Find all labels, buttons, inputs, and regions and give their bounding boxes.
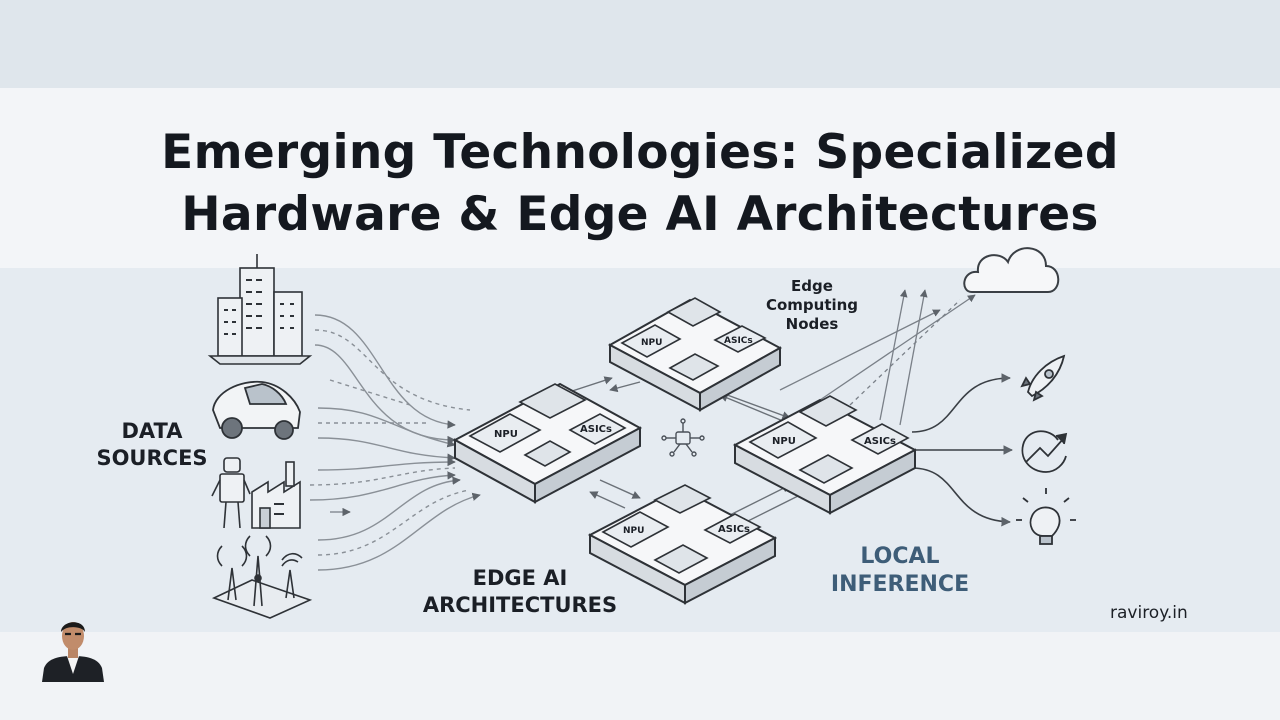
- chip-label-asics-2: ASICs: [724, 336, 753, 346]
- car-icon: [212, 380, 301, 440]
- data-flow-lines: [309, 314, 481, 571]
- edge-ai-architectures-label: EDGE AI ARCHITECTURES: [400, 565, 640, 619]
- cloud-links: [779, 289, 976, 426]
- local-inference-line-1: LOCAL: [860, 544, 940, 569]
- avatar: [42, 622, 104, 682]
- chip-label-asics-4: ASICs: [718, 524, 750, 535]
- edge-ai-board-bottom: [587, 484, 778, 605]
- edge-nodes-line-1: Edge: [791, 277, 833, 295]
- chip-label-asics-3: ASICs: [864, 436, 896, 447]
- title-line-2: Hardware & Edge AI Architectures: [181, 187, 1099, 242]
- title-band: [0, 88, 1280, 268]
- chip-label-npu-3: NPU: [772, 436, 796, 447]
- edge-node-board-top: [607, 297, 783, 412]
- edge-nodes-line-3: Nodes: [785, 315, 839, 333]
- chip-label-npu-1: NPU: [494, 429, 518, 440]
- city-buildings-icon: [207, 254, 313, 365]
- local-inference-line-2: INFERENCE: [830, 572, 970, 597]
- brand-link[interactable]: raviroy.in: [1110, 603, 1188, 623]
- robot-factory-icon: [211, 457, 301, 529]
- lightbulb-icon: [1016, 488, 1076, 545]
- edge-node-board-right: [732, 395, 918, 515]
- local-inference-label: LOCAL INFERENCE: [810, 543, 990, 599]
- edge-ai-line-1: EDGE AI: [472, 566, 568, 590]
- data-sources-line-1: DATA: [121, 419, 183, 443]
- inference-output-arrows: [911, 373, 1013, 527]
- page-title: Emerging Technologies: Specialized Hardw…: [100, 122, 1180, 246]
- chip-label-npu-4: NPU: [623, 526, 644, 536]
- growth-arrow-icon: [1021, 430, 1068, 473]
- edge-ai-line-2: ARCHITECTURES: [422, 593, 618, 617]
- top-band: [0, 0, 1280, 88]
- bottom-band: [0, 632, 1280, 720]
- edge-ai-board: [452, 382, 643, 504]
- antenna-tower-icon: [211, 535, 313, 619]
- edge-computing-nodes-label: Edge Computing Nodes: [742, 277, 882, 334]
- ai-chip-network-icon: [661, 418, 705, 457]
- title-line-1: Emerging Technologies: Specialized: [161, 125, 1119, 180]
- data-sources-label: DATA SOURCES: [72, 418, 232, 472]
- chip-label-asics-1: ASICs: [580, 424, 612, 435]
- data-sources-line-2: SOURCES: [96, 446, 208, 470]
- cloud-icon: [963, 247, 1060, 293]
- chip-label-npu-2: NPU: [641, 338, 662, 348]
- rocket-icon: [1020, 354, 1066, 402]
- edge-nodes-line-2: Computing: [765, 296, 859, 314]
